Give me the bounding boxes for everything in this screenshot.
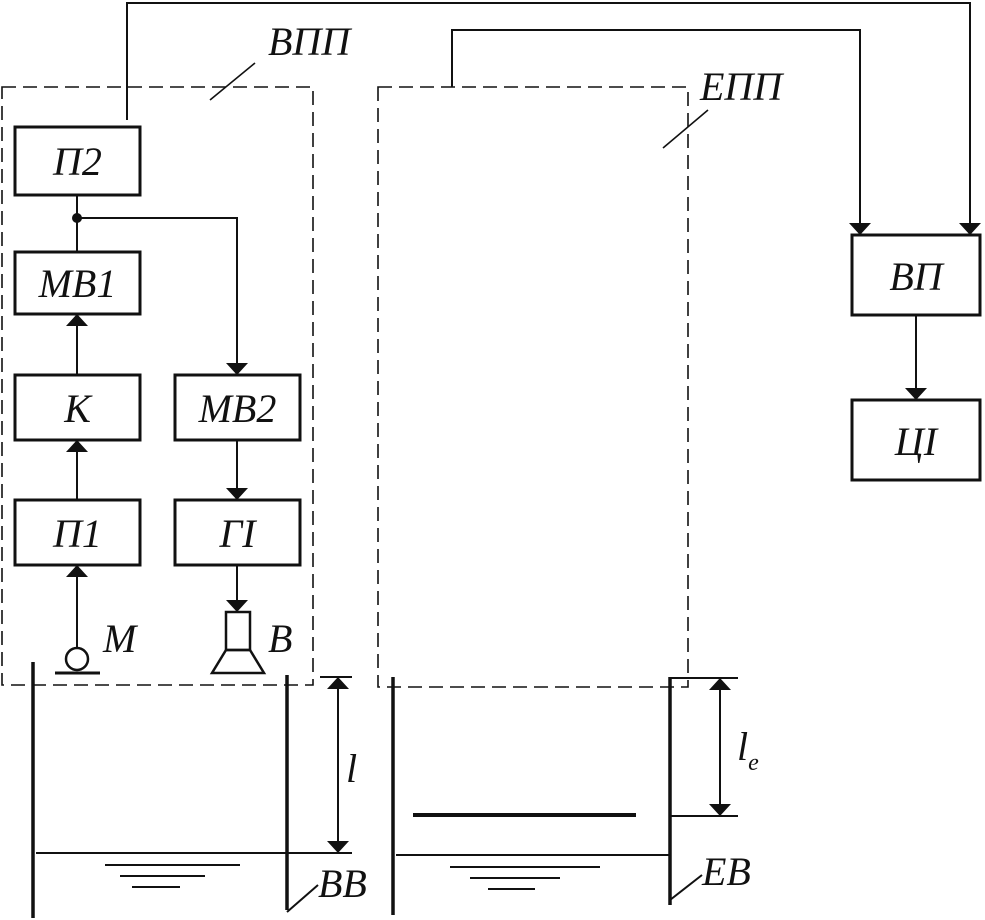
epp-label: ЕПП	[699, 64, 784, 109]
dim-le-main: l	[737, 724, 748, 769]
block-k-label: К	[63, 386, 93, 431]
vpp-label: ВПП	[268, 19, 352, 64]
arrow-junction-to-mv2	[77, 217, 248, 375]
eb-label: ЕВ	[701, 849, 751, 894]
epp-leader	[662, 109, 709, 149]
block-mv1-label: МВ1	[38, 261, 117, 306]
bb-leader	[286, 884, 319, 913]
dim-le-subscript: e	[748, 750, 759, 776]
dim-le-label: le	[737, 724, 759, 776]
eb-leader	[669, 874, 703, 901]
link-p2-to-vp	[126, 2, 981, 235]
block-p2-label: П2	[52, 139, 102, 184]
dim-l-label: l	[346, 746, 357, 791]
block-p1-label: П1	[52, 511, 102, 556]
block-vp-label: ВП	[889, 254, 944, 299]
emitter-label: В	[268, 616, 292, 661]
block-mv2-label: МВ2	[198, 386, 277, 431]
block-ci-label: ЦІ	[894, 419, 939, 464]
vpp-leader	[209, 62, 256, 101]
epp-enclosure	[377, 86, 689, 688]
microphone-label: М	[102, 616, 139, 661]
emitter-horn	[209, 648, 267, 675]
link-epp-to-vp	[451, 29, 871, 235]
vpp-enclosure	[1, 86, 314, 686]
microphone-icon	[64, 646, 90, 672]
emitter-icon	[224, 610, 252, 652]
block-gi-label: ГІ	[218, 511, 257, 556]
bb-label: ВВ	[318, 861, 367, 906]
